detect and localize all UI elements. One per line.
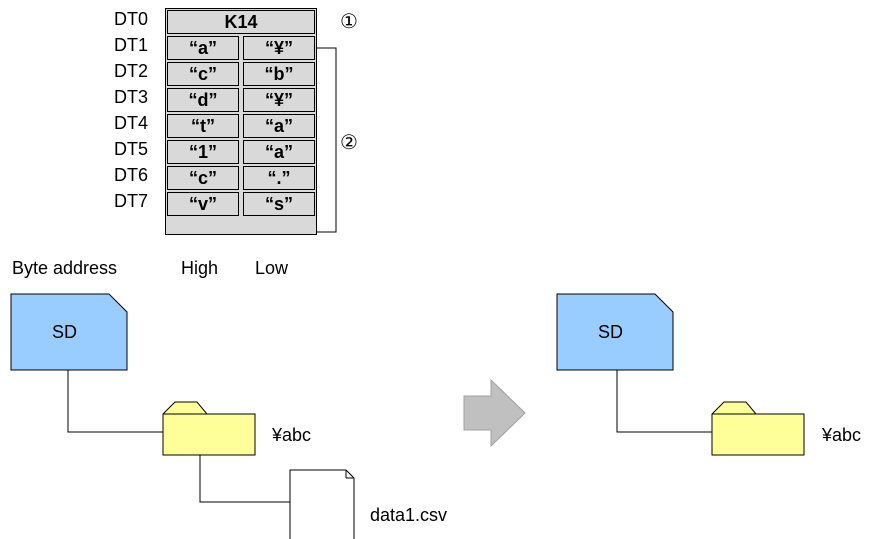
low-label: Low: [255, 258, 289, 278]
folder-label: ¥abc: [272, 425, 312, 445]
sd-card-icon: [10, 293, 128, 371]
cell-low: “¥”: [243, 36, 315, 60]
file-label: data1.csv: [370, 505, 448, 525]
byte-address-label: Byte address: [12, 258, 118, 278]
bracket-line: [317, 47, 337, 233]
connector-line: [199, 455, 290, 503]
cell-dt0-merged: K14: [167, 10, 315, 34]
cell-high: “c”: [167, 166, 239, 190]
folder-icon: [162, 401, 256, 456]
register-label: DT5: [113, 139, 148, 159]
cell-low: “.”: [243, 166, 315, 190]
register-label: DT3: [113, 87, 148, 107]
register-label: DT0: [113, 9, 148, 29]
register-label: DT7: [113, 191, 148, 211]
cell-low: “s”: [243, 192, 315, 216]
file-icon: [289, 469, 355, 539]
folder-icon: [711, 401, 805, 456]
register-label: DT6: [113, 165, 148, 185]
sd-label: SD: [598, 322, 624, 342]
folder-label: ¥abc: [822, 425, 862, 445]
high-label: High: [181, 258, 219, 278]
connector-line: [67, 370, 163, 433]
connector-line: [616, 370, 712, 433]
marker-one: ①: [340, 11, 358, 33]
cell-high: “d”: [167, 88, 239, 112]
cell-high: “c”: [167, 62, 239, 86]
cell-high: “t”: [167, 114, 239, 138]
sd-card-icon: [556, 293, 674, 371]
cell-low: “a”: [243, 114, 315, 138]
cell-low: “b”: [243, 62, 315, 86]
cell-high: “v”: [167, 192, 239, 216]
cell-low: “¥”: [243, 88, 315, 112]
cell-low: “a”: [243, 140, 315, 164]
register-label: DT4: [113, 113, 148, 133]
cell-high: “1”: [167, 140, 239, 164]
right-arrow-icon: [463, 378, 526, 448]
register-label: DT1: [113, 35, 148, 55]
marker-two: ②: [340, 132, 358, 154]
register-label: DT2: [113, 61, 148, 81]
sd-label: SD: [52, 322, 78, 342]
cell-high: “a”: [167, 36, 239, 60]
